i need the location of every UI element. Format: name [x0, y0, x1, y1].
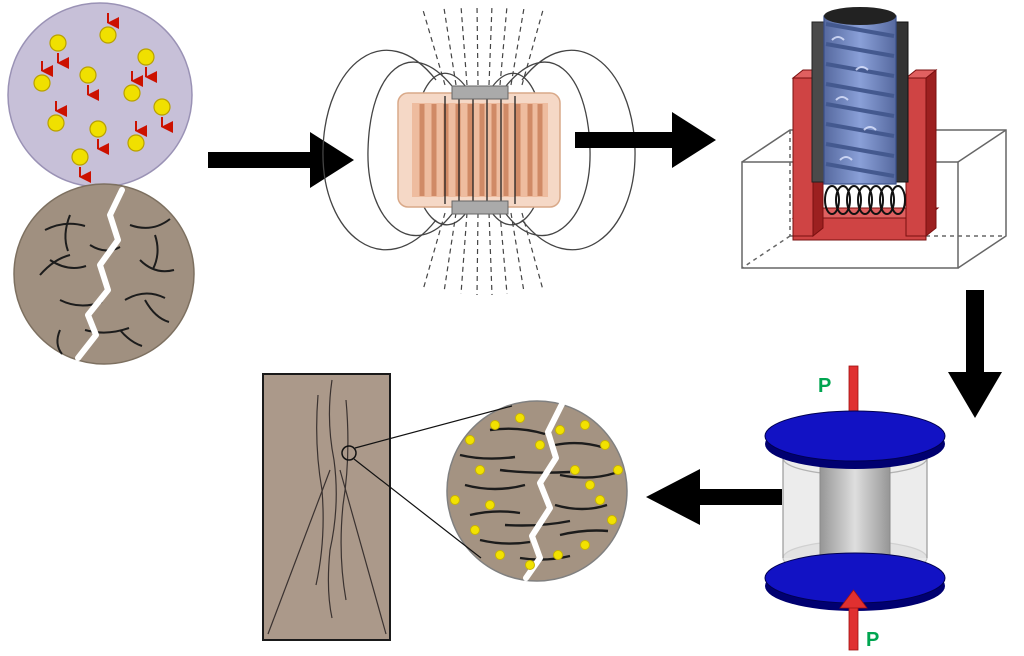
- load-label-top: P: [818, 375, 831, 397]
- aligned-fiber-lines: [459, 427, 616, 561]
- blue-specimen-stack: [811, 7, 909, 185]
- load-arrow-bottom: [839, 589, 868, 651]
- particle-suspension-circle: [7, 2, 193, 188]
- specimen-crack-lines: [267, 379, 387, 635]
- compression-test: P P: [764, 365, 946, 651]
- particle-dots: [450, 413, 623, 570]
- bottom-platen: [764, 552, 946, 611]
- casting-apparatus: [741, 7, 1007, 269]
- interior-field-lines: [444, 96, 516, 204]
- flow-arrow-left: [646, 469, 782, 525]
- magnified-crack-circle: [446, 400, 628, 582]
- fiber-matrix-circle: [13, 183, 195, 365]
- crack-line: [75, 187, 125, 361]
- red-holder-frame: [791, 68, 940, 241]
- spring-coil: [824, 185, 906, 215]
- flow-arrow-right-2: [575, 112, 716, 168]
- zoom-origin-circle: [341, 445, 357, 461]
- pole-caps: [451, 85, 509, 215]
- top-platen: [764, 410, 946, 469]
- final-specimen: [262, 373, 513, 641]
- load-label-bottom: P: [866, 629, 879, 651]
- magnetic-particle-icons: [33, 13, 173, 183]
- flow-arrow-right-1: [208, 132, 354, 188]
- solenoid-magnetic-field: [322, 4, 636, 296]
- coil-winding-stripes: [419, 104, 543, 196]
- crack-line: [523, 401, 565, 581]
- random-fiber-lines: [39, 214, 175, 355]
- flow-arrow-down: [948, 290, 1002, 418]
- field-fan-lines: [422, 4, 544, 296]
- magnification-leader-lines: [353, 405, 513, 559]
